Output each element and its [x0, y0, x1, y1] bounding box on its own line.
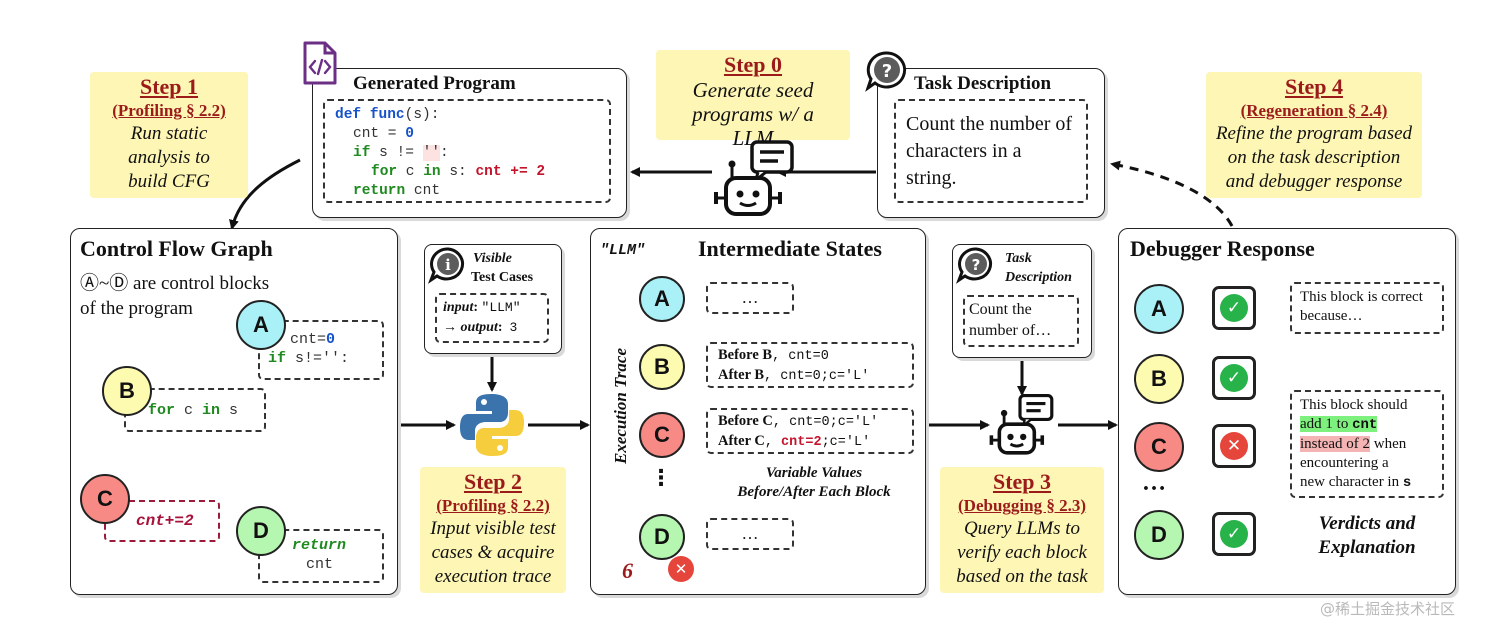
state-box-a: …	[706, 282, 794, 314]
step0-note: Step 0 Generate seed programs w/ a LLM	[656, 50, 850, 150]
debugger-caption: Verdicts and Explanation	[1318, 513, 1416, 558]
step1-note: Step 1 (Profiling § 2.2) Run static anal…	[90, 72, 248, 198]
svg-text:i: i	[445, 256, 451, 274]
cfg-title: Control Flow Graph	[80, 236, 273, 261]
cross-icon: ✕	[1220, 432, 1248, 460]
step2-note: Step 2 (Profiling § 2.2) Input visible t…	[420, 467, 566, 593]
step4-subtitle: (Regeneration § 2.4)	[1240, 101, 1388, 120]
step4-title: Step 4	[1284, 74, 1344, 99]
step3-desc: Query LLMs to verify each block based on…	[956, 518, 1088, 587]
arrow-program-to-cfg	[229, 158, 301, 230]
cfg-subtitle: Ⓐ~Ⓓ are control blocks of the program	[80, 273, 270, 319]
debugger-title: Debugger Response	[1130, 236, 1315, 261]
task-small-text: Count the number of…	[963, 295, 1079, 347]
visible-tests-box: input: "LLM" → output: 3	[435, 293, 549, 343]
step1-title: Step 1	[139, 74, 199, 99]
step3-note: Step 3 (Debugging § 2.3) Query LLMs to v…	[940, 467, 1104, 593]
trace-node-a: A	[639, 276, 685, 322]
cfg-node-b: B	[102, 366, 152, 416]
verdict-b: ✓	[1212, 356, 1256, 400]
generated-program-title: Generated Program	[353, 73, 516, 94]
state-box-d: …	[706, 518, 794, 550]
arrow-regeneration	[1110, 160, 1234, 227]
task-description-text: Count the number of characters in a stri…	[894, 99, 1088, 203]
cfg-node-a: A	[236, 300, 286, 350]
step2-subtitle: (Profiling § 2.2)	[436, 496, 550, 515]
cfg-block-d: return cnt	[258, 529, 384, 583]
task-description-title: Task Description	[914, 73, 1052, 94]
state-box-c: Before C, cnt=0;c='L' After C, cnt=2;c='…	[706, 408, 914, 454]
trace-dots: ⋮	[650, 466, 672, 491]
explanation-c: This block should add 1 to cnt instead o…	[1290, 390, 1444, 498]
question-bubble-icon: ?	[955, 246, 996, 284]
verdict-d: ✓	[1212, 512, 1256, 556]
svg-text:?: ?	[972, 256, 981, 274]
debug-node-d: D	[1134, 510, 1184, 560]
file-code-icon	[302, 40, 338, 86]
info-bubble-icon: i	[427, 246, 468, 284]
step2-title: Step 2	[463, 469, 523, 494]
check-icon: ✓	[1220, 364, 1248, 392]
python-logo-icon	[458, 392, 526, 458]
intermediate-title: Intermediate States	[698, 236, 882, 261]
trace-node-b: B	[639, 344, 685, 390]
cross-icon: ✕	[668, 556, 694, 582]
robot-icon	[712, 140, 794, 218]
step1-desc: Run static analysis to build CFG	[128, 123, 210, 192]
robot-icon	[988, 394, 1054, 456]
trace-node-c: C	[639, 412, 685, 458]
check-icon: ✓	[1220, 520, 1248, 548]
generated-program-panel: Generated Program def func(s): cnt = 0 i…	[312, 68, 627, 218]
cfg-node-d: D	[236, 506, 286, 556]
svg-text:?: ?	[882, 61, 892, 82]
debug-dots: …	[1142, 470, 1166, 496]
debug-node-b: B	[1134, 354, 1184, 404]
trace-input-label: "LLM"	[600, 242, 646, 259]
trace-node-d: D	[639, 514, 685, 560]
visible-tests-panel: Visible Test Cases input: "LLM" → output…	[424, 244, 562, 354]
step4-note: Step 4 (Regeneration § 2.4) Refine the p…	[1206, 72, 1422, 198]
explanation-a: This block is correct because…	[1290, 282, 1444, 334]
check-icon: ✓	[1220, 294, 1248, 322]
step3-subtitle: (Debugging § 2.3)	[958, 496, 1086, 515]
debug-node-a: A	[1134, 284, 1184, 334]
task-description-panel: Task Description Count the number of cha…	[877, 68, 1105, 218]
verdict-c: ✕	[1212, 424, 1256, 468]
verdict-a: ✓	[1212, 286, 1256, 330]
step0-desc: Generate seed programs w/ a LLM	[692, 78, 814, 150]
trace-axis-label: Execution Trace	[611, 348, 630, 464]
step4-desc: Refine the program based on the task des…	[1215, 123, 1413, 192]
step1-subtitle: (Profiling § 2.2)	[112, 101, 226, 120]
question-bubble-icon: ?	[865, 50, 909, 92]
step0-title: Step 0	[723, 52, 783, 77]
cfg-node-c: C	[80, 474, 130, 524]
trace-result: 6	[622, 558, 633, 583]
watermark: @稀土掘金技术社区	[1320, 600, 1456, 618]
generated-program-code: def func(s): cnt = 0 if s != '': for c i…	[323, 99, 611, 203]
debug-node-c: C	[1134, 422, 1184, 472]
state-box-b: Before B, cnt=0 After B, cnt=0;c='L'	[706, 342, 914, 388]
step3-title: Step 3	[992, 469, 1052, 494]
states-caption: Variable Values Before/After Each Block	[737, 465, 891, 500]
step2-desc: Input visible test cases & acquire execu…	[430, 518, 556, 587]
